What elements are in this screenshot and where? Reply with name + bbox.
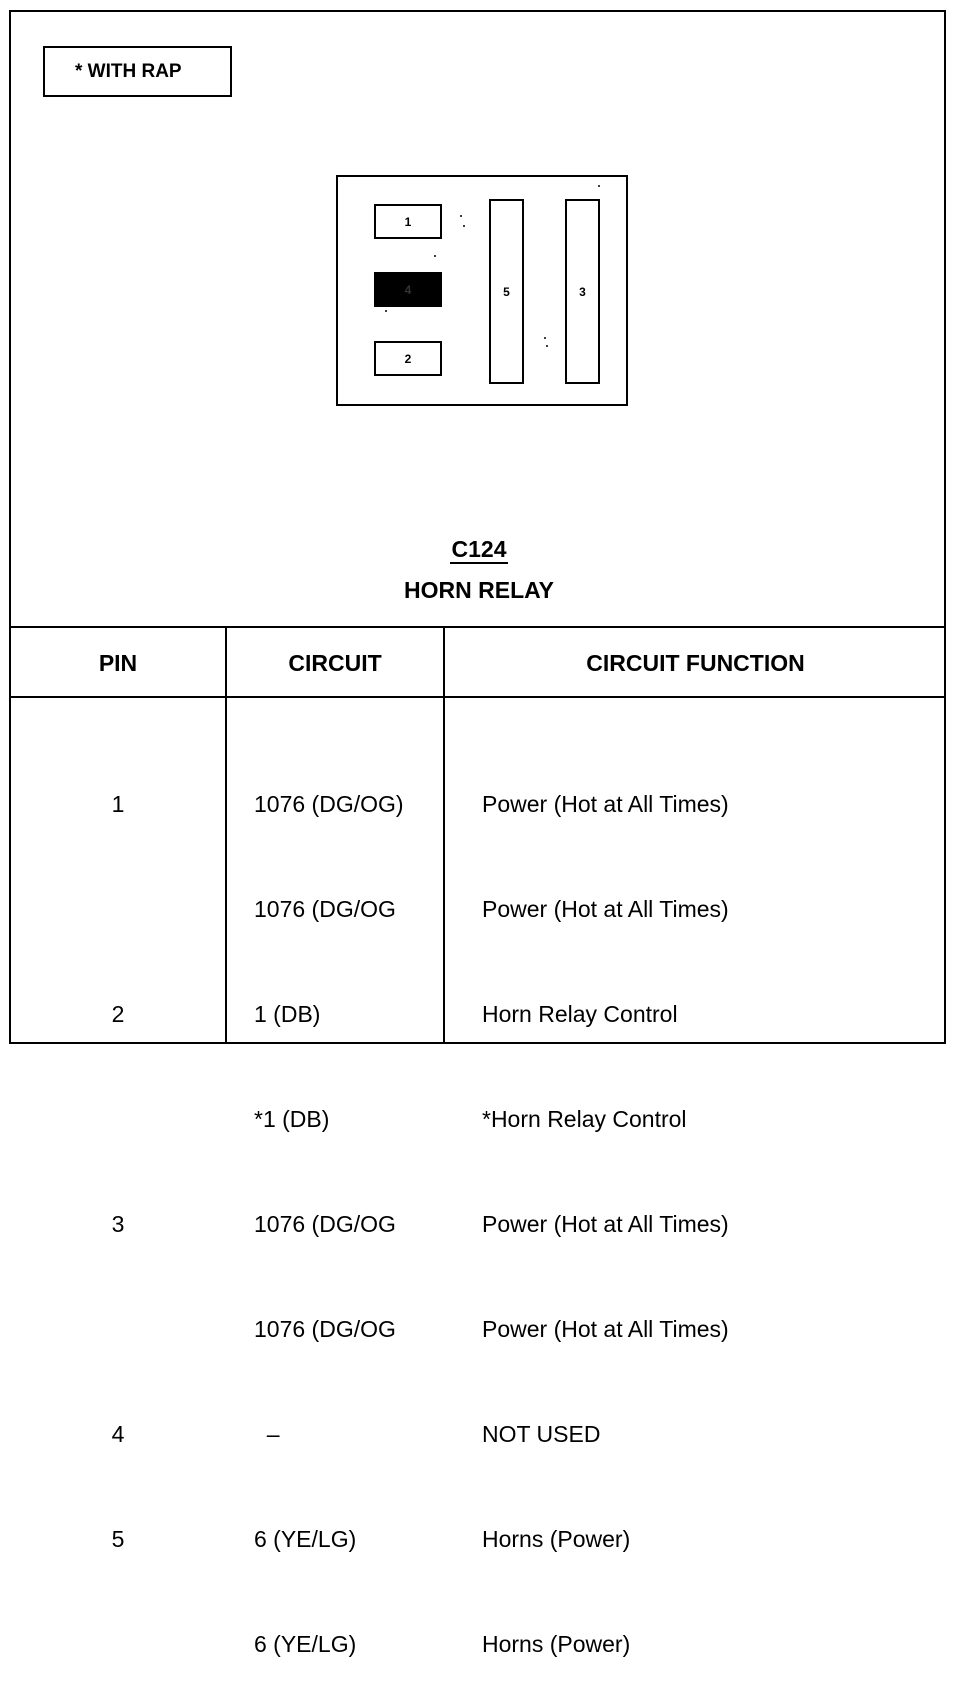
table-cell-pin (11, 1312, 225, 1347)
table-cell-pin: 3 (111, 1211, 125, 1237)
connector-name: HORN RELAY (404, 577, 554, 603)
table-cell-function: Horn Relay Control (482, 1001, 678, 1027)
table-cell-function: Power (Hot at All Times) (482, 1316, 729, 1342)
column-divider (225, 626, 227, 1044)
table-cell-pin (11, 892, 225, 927)
table-cell-pin: 1 (111, 791, 125, 817)
speck (463, 225, 465, 227)
speck (460, 215, 462, 217)
table-cell-circuit: 1076 (DG/OG (254, 896, 396, 922)
table-cell-function: Power (Hot at All Times) (482, 791, 729, 817)
table-cell-circuit: – (254, 1421, 280, 1447)
pin-cavity-2: 2 (374, 341, 442, 376)
table-cell-function: Power (Hot at All Times) (482, 1211, 729, 1237)
table-cell-circuit: 1076 (DG/OG) (254, 791, 404, 817)
speck (385, 310, 387, 312)
diagram-frame (9, 10, 946, 1044)
speck (544, 337, 546, 339)
pin-cavity-5: 5 (489, 199, 524, 384)
table-cell-circuit: 6 (YE/LG) (254, 1526, 357, 1552)
table-cell-pin (11, 1627, 225, 1662)
function-column: Power (Hot at All Times) Power (Hot at A… (482, 717, 942, 1697)
pin-cavity-3: 3 (565, 199, 600, 384)
header-circuit: CIRCUIT (288, 650, 382, 676)
speck (598, 185, 600, 187)
table-cell-pin (11, 1102, 225, 1137)
pin-cavity-1: 1 (374, 204, 442, 239)
pin-cavity-4: 4 (374, 272, 442, 307)
table-cell-function: *Horn Relay Control (482, 1106, 687, 1132)
table-cell-circuit: 1076 (DG/OG (254, 1211, 396, 1237)
column-divider (443, 626, 445, 1044)
table-cell-circuit: *1 (DB) (254, 1106, 330, 1132)
table-cell-function: Horns (Power) (482, 1526, 631, 1552)
connector-code: C124 (449, 536, 509, 564)
table-cell-pin: 5 (111, 1526, 125, 1552)
header-circuit-function: CIRCUIT FUNCTION (586, 650, 805, 676)
table-cell-function: Horns (Power) (482, 1631, 631, 1657)
legend-box: * WITH RAP (43, 46, 232, 97)
table-cell-circuit: 1 (DB) (254, 1001, 321, 1027)
speck (546, 345, 548, 347)
pin-column: 1 2 3 4 5 (11, 717, 225, 1697)
header-rule (9, 696, 946, 698)
table-top-rule (9, 626, 946, 628)
header-pin: PIN (98, 650, 138, 676)
table-cell-circuit: 1076 (DG/OG (254, 1316, 396, 1342)
table-cell-function: Power (Hot at All Times) (482, 896, 729, 922)
table-cell-pin: 2 (111, 1001, 125, 1027)
table-cell-pin: 4 (111, 1421, 125, 1447)
table-cell-circuit: 6 (YE/LG) (254, 1631, 357, 1657)
circuit-column: 1076 (DG/OG) 1076 (DG/OG 1 (DB) *1 (DB) … (254, 717, 442, 1697)
connector-face: 1 4 2 5 3 (336, 175, 628, 406)
speck (434, 255, 436, 257)
table-cell-function: NOT USED (482, 1421, 601, 1447)
